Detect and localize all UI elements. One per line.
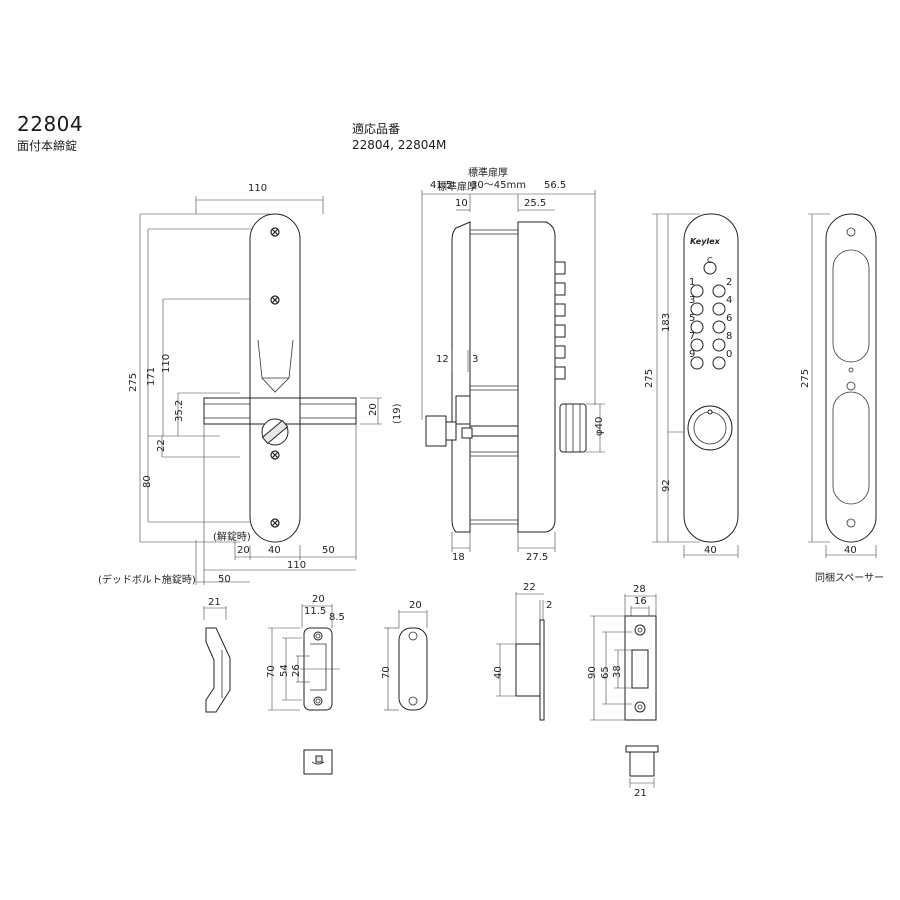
part-1-bracket: 21 bbox=[203, 597, 231, 713]
dim-front-lower: 80 bbox=[142, 475, 153, 488]
dim-front-width: 110 bbox=[248, 183, 267, 194]
label-standard-thickness-title: 標準扉厚 bbox=[468, 166, 508, 179]
part-small-box: 21 bbox=[625, 745, 659, 799]
key-label-0: 0 bbox=[726, 349, 732, 360]
dim-bar-height: 20 bbox=[368, 403, 379, 416]
dim-side-18: 18 bbox=[452, 552, 465, 563]
dim-side-10: 10 bbox=[455, 198, 468, 209]
key-label-2: 2 bbox=[726, 277, 732, 288]
dim-p1-w: 21 bbox=[208, 597, 221, 608]
part-5-faceplate: 28 16 90 65 38 bbox=[587, 584, 657, 721]
dim-p5-w2: 16 bbox=[634, 596, 647, 607]
brand-logo: Keylex bbox=[690, 237, 721, 246]
dim-p4-h: 40 bbox=[493, 666, 504, 679]
dim-keypad-width: 40 bbox=[704, 545, 717, 556]
keypad-view: 275 183 92 Keylex C 1 3 5 7 9 2 4 6 8 bbox=[644, 213, 739, 558]
dim-p5-h3: 38 bbox=[612, 665, 623, 678]
dim-front-upper: 171 bbox=[146, 367, 157, 386]
model-number: 22804 bbox=[17, 112, 84, 136]
model-subtitle: 面付本締錠 bbox=[17, 139, 78, 153]
key-label-5: 5 bbox=[689, 313, 695, 324]
label-deadbolt-locked: (デッドボルト施錠時) bbox=[98, 573, 196, 586]
dim-bottom-110: 110 bbox=[287, 560, 306, 571]
dim-front-mid: 110 bbox=[161, 354, 172, 373]
dim-side-right: 56.5 bbox=[544, 180, 566, 191]
dim-keypad-lower: 92 bbox=[661, 479, 672, 492]
dim-p2-h2: 54 bbox=[279, 664, 290, 677]
key-label-3: 3 bbox=[689, 295, 695, 306]
part-3-plate: 20 70 bbox=[381, 600, 428, 711]
dim-side-left: 41.5 bbox=[430, 180, 452, 191]
compat-label: 適応品番 bbox=[352, 122, 401, 136]
key-label-9: 9 bbox=[689, 349, 695, 360]
dim-front-offset: 22 bbox=[156, 439, 167, 452]
label-standard-thickness: 標準扉厚 bbox=[437, 180, 477, 193]
compat-models: 22804, 22804M bbox=[352, 138, 447, 152]
dim-p2-h3: 26 bbox=[291, 664, 302, 677]
dim-p4-t: 2 bbox=[546, 600, 552, 611]
part-small-cap bbox=[303, 749, 333, 775]
dim-p4-w: 22 bbox=[523, 582, 536, 593]
dim-side-27-5: 27.5 bbox=[526, 552, 548, 563]
key-label-8: 8 bbox=[726, 331, 732, 342]
dim-p5-h2: 65 bbox=[600, 666, 611, 679]
key-label-1: 1 bbox=[689, 277, 695, 288]
dim-p2-w2: 11.5 bbox=[304, 606, 326, 617]
dim-p3-w: 20 bbox=[409, 600, 422, 611]
part-4-strike-side: 22 2 40 bbox=[493, 582, 552, 721]
dim-spacer-height: 275 bbox=[800, 369, 811, 388]
label-unlocked: (解錠時) bbox=[213, 530, 251, 543]
dim-front-height: 275 bbox=[128, 373, 139, 392]
spacer-view: 275 40 同梱スペーサー bbox=[800, 213, 884, 584]
label-thickness-range: 30〜45mm bbox=[471, 180, 526, 191]
dim-side-3: 3 bbox=[472, 354, 478, 365]
dim-p2-w: 20 bbox=[312, 594, 325, 605]
dim-p5-b: 21 bbox=[634, 788, 647, 799]
dim-keypad-upper: 183 bbox=[661, 313, 672, 332]
dim-keypad-height: 275 bbox=[644, 369, 655, 388]
dim-bottom-40: 40 bbox=[268, 545, 281, 556]
dim-p5-w: 28 bbox=[633, 584, 646, 595]
side-view: 標準扉厚 30〜45mm 標準扉厚 41.5 56.5 10 25.5 bbox=[421, 166, 605, 563]
dim-bottom-50: 50 bbox=[322, 545, 335, 556]
dim-knob-diameter: φ40 bbox=[594, 417, 605, 436]
dim-p2-h: 70 bbox=[266, 665, 277, 678]
dim-spacer-width: 40 bbox=[844, 545, 857, 556]
key-label-6: 6 bbox=[726, 313, 732, 324]
key-label-4: 4 bbox=[726, 295, 732, 306]
dim-side-12: 12 bbox=[436, 354, 449, 365]
spacer-caption: 同梱スペーサー bbox=[815, 571, 884, 584]
dim-side-25-5: 25.5 bbox=[524, 198, 546, 209]
dim-p3-h: 70 bbox=[381, 666, 392, 679]
dim-p2-w3: 8.5 bbox=[329, 612, 345, 623]
dim-bottom-20: 20 bbox=[237, 545, 250, 556]
dim-p5-h: 90 bbox=[587, 666, 598, 679]
dim-bar-height-alt: (19) bbox=[392, 403, 403, 424]
dim-bottom-50b: 50 bbox=[218, 574, 231, 585]
dim-front-spindle: 35.2 bbox=[174, 400, 185, 422]
key-c-label: C bbox=[707, 256, 713, 265]
front-view: 110 275 171 110 35.2 22 80 bbox=[98, 183, 403, 586]
part-2-strike: 20 11.5 8.5 70 54 26 bbox=[266, 594, 345, 711]
key-label-7: 7 bbox=[689, 331, 695, 342]
